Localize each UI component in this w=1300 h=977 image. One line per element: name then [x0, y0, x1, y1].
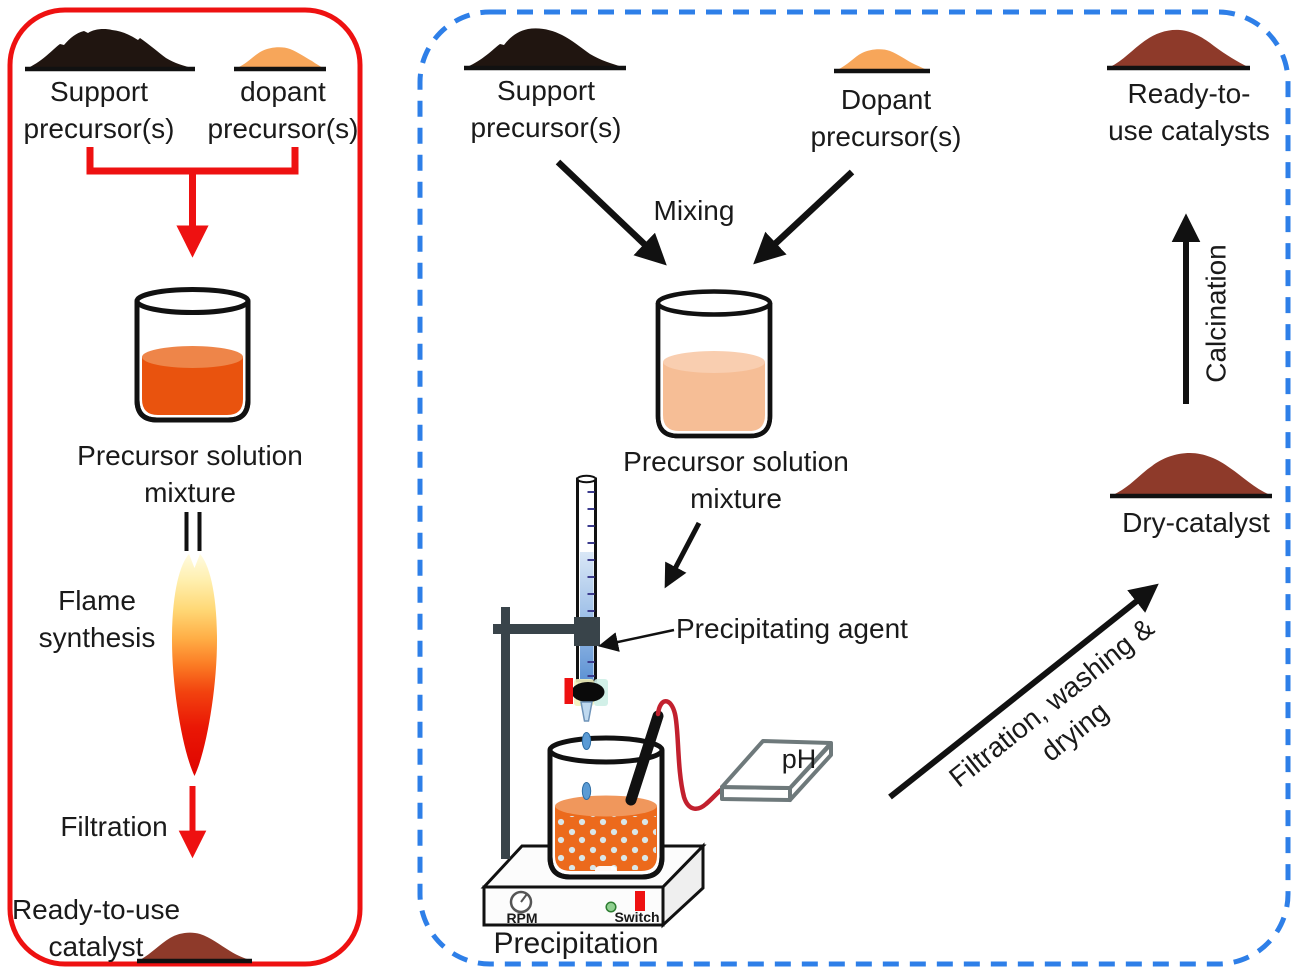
mixing-label: Mixing	[653, 195, 735, 226]
ph-cable	[655, 699, 725, 811]
stopcock-valve	[571, 682, 605, 702]
power-indicator-light	[605, 901, 617, 913]
burette-liquid	[580, 552, 594, 680]
stand-pole	[501, 607, 510, 859]
right-solution-label: Precursor solution mixture	[623, 446, 849, 514]
burner-nozzle-icon	[184, 512, 202, 551]
left-solution-beaker	[134, 287, 251, 423]
beaker-rim	[547, 735, 665, 765]
left-dopant-powder-pile	[234, 47, 326, 72]
right-panel-border	[417, 9, 1291, 967]
solution-liquid	[663, 362, 765, 431]
liquid-surface	[663, 351, 765, 373]
precipitating-agent-label: Precipitating agent	[676, 613, 908, 644]
left-product-powder-pile	[137, 932, 252, 964]
dry-catalyst-powder-pile	[1110, 453, 1272, 499]
right-dopant-powder-pile	[834, 49, 930, 74]
flame-icon	[172, 554, 217, 776]
ph-meter-label: pH	[781, 744, 817, 774]
left-support-precursor-label: Support precursor(s)	[23, 76, 175, 144]
right-product-label: Ready-to- use catalysts	[1108, 78, 1270, 146]
liquid-surface	[555, 795, 657, 817]
stand-arm	[493, 624, 577, 634]
burette	[564, 474, 608, 722]
liquid-drop	[581, 782, 592, 800]
liquid-drop	[581, 732, 592, 750]
burette-stand	[493, 607, 577, 859]
liquid-surface	[142, 346, 243, 368]
switch-toggle	[635, 891, 645, 911]
rpm-dial-needle	[520, 893, 528, 903]
right-dopant-precursor-label: Dopant precursor(s)	[810, 84, 962, 152]
right-support-precursor-label: Support precursor(s)	[470, 75, 622, 143]
filtration-washing-drying-arrow	[888, 583, 1159, 800]
precipitate-particles	[556, 816, 656, 870]
burette-tip	[580, 701, 593, 722]
mixing-arrow-right	[753, 169, 855, 265]
switch-label: Switch	[614, 909, 660, 925]
calcination-label: Calcination	[1200, 244, 1232, 383]
left-solution-label: Precursor solution mixture	[77, 440, 303, 508]
right-support-powder-pile	[464, 28, 626, 71]
flame-synthesis-label: Flame synthesis	[38, 585, 156, 653]
burette-opening	[576, 474, 597, 484]
left-dopant-precursor-label: dopant precursor(s)	[207, 76, 359, 144]
left-filtration-label: Filtration	[60, 811, 168, 842]
precipitating-agent-pointer-arrow	[598, 628, 675, 652]
precipitation-label: Precipitation	[493, 927, 659, 960]
merge-bracket-arrow	[86, 147, 299, 258]
left-panel-border	[7, 7, 363, 967]
clamp-block	[574, 617, 600, 646]
stopcock-handle	[564, 678, 573, 704]
beaker-rim	[655, 289, 773, 317]
right-product-powder-pile	[1107, 29, 1250, 71]
solution-to-precipitation-arrow	[664, 521, 702, 589]
left-product-label: Ready-to-use catalyst	[11, 894, 181, 962]
mixing-arrow-left	[555, 159, 667, 266]
ph-meter	[720, 739, 833, 802]
beaker-rim	[134, 287, 251, 315]
dry-catalyst-label: Dry-catalyst	[1122, 507, 1270, 538]
solution-liquid	[142, 357, 243, 415]
left-support-powder-pile	[25, 29, 195, 72]
ph-electrode	[625, 710, 664, 806]
right-solution-beaker	[655, 289, 773, 439]
rpm-label: RPM	[506, 910, 538, 926]
stir-bar	[595, 866, 617, 875]
